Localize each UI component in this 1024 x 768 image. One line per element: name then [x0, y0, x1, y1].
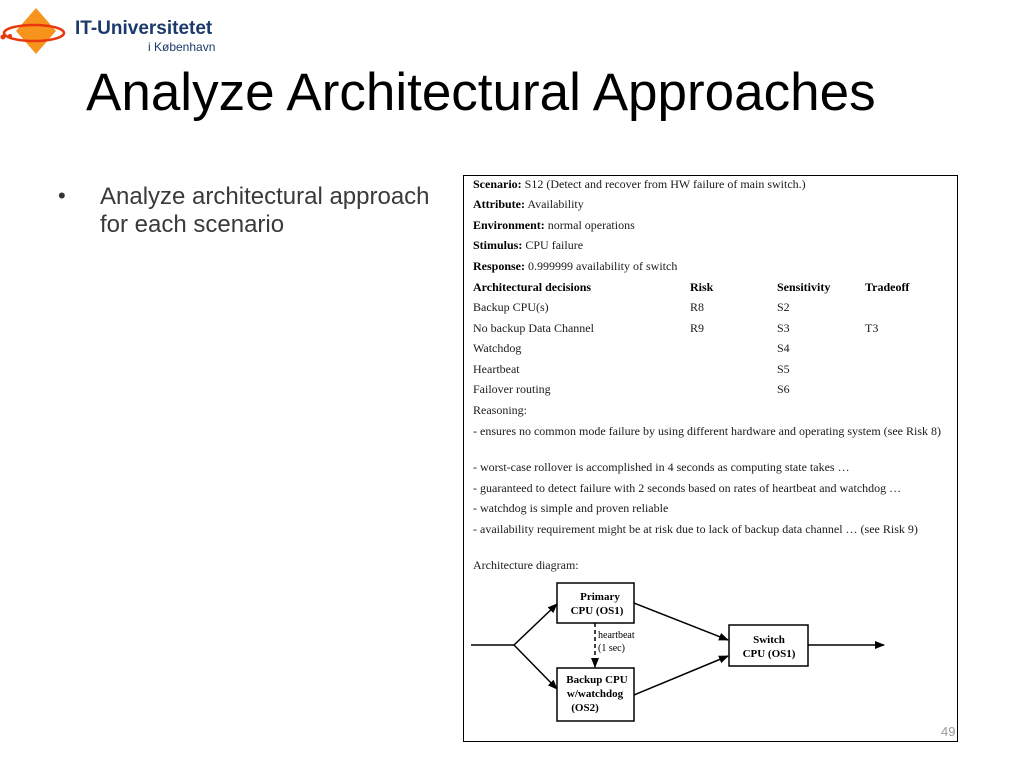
- scenario-box: Scenario: S12 (Detect and recover from H…: [463, 175, 958, 742]
- scenario-row: Scenario: S12 (Detect and recover from H…: [473, 177, 806, 192]
- itu-logo: IT-Universitetet i København: [0, 6, 240, 62]
- decision-cell: Watchdog: [473, 341, 522, 355]
- split-to-backup-arrow: [513, 644, 558, 690]
- decision-cell: Failover routing: [473, 382, 551, 396]
- switch-label: Switch: [753, 634, 785, 646]
- stimulus-value: CPU failure: [525, 238, 584, 252]
- architecture-diagram: Primary CPU (OS1) Backup CPU w/watchdog …: [471, 582, 885, 722]
- attribute-value: Availability: [527, 197, 584, 211]
- reasoning-item: - guaranteed to detect failure with 2 se…: [473, 481, 902, 495]
- response-label: Response:: [473, 259, 526, 273]
- page-number: 49: [941, 724, 956, 739]
- environment-label: Environment:: [473, 218, 545, 232]
- risk-cell: R8: [690, 300, 705, 314]
- primary-to-switch-arrow: [633, 602, 729, 641]
- itu-logo-mark-icon: [0, 8, 66, 54]
- switch-label: CPU (OS1): [743, 648, 796, 660]
- stimulus-row: Stimulus: CPU failure: [473, 238, 583, 253]
- backup-to-switch-arrow: [633, 655, 729, 696]
- sensitivity-cell: S6: [777, 382, 790, 396]
- reasoning-item: - availability requirement might be at r…: [473, 522, 918, 536]
- reasoning-label: Reasoning:: [473, 403, 527, 417]
- bullet-item: Analyze architectural approach for each …: [100, 183, 430, 238]
- backup-cpu-box: [556, 667, 635, 722]
- header-risk: Risk: [690, 280, 714, 294]
- logo-subtitle: i København: [148, 40, 216, 54]
- scenario-label: Scenario:: [473, 177, 522, 191]
- backup-label: w/watchdog: [567, 688, 624, 700]
- split-to-primary-arrow: [513, 603, 558, 646]
- primary-label: Primary: [580, 591, 620, 603]
- response-value: 0.999999 availability of switch: [528, 259, 678, 273]
- sensitivity-cell: S2: [777, 300, 790, 314]
- bullet-icon: •: [58, 183, 66, 208]
- decision-cell: Backup CPU(s): [473, 300, 549, 314]
- risk-cell: R9: [690, 321, 705, 335]
- header-decisions: Architectural decisions: [473, 280, 592, 294]
- slide-title: Analyze Architectural Approaches: [86, 63, 876, 122]
- primary-label: CPU (OS1): [571, 605, 624, 617]
- decision-cell: No backup Data Channel: [473, 321, 594, 335]
- heartbeat-label: (1 sec): [598, 643, 625, 654]
- diagram-label: Architecture diagram:: [473, 558, 579, 572]
- reasoning-item: - watchdog is simple and proven reliable: [473, 501, 669, 515]
- scenario-value: S12 (Detect and recover from HW failure …: [524, 177, 806, 191]
- decision-cell: Heartbeat: [473, 362, 520, 376]
- environment-value: normal operations: [547, 218, 635, 232]
- heartbeat-label: heartbeat: [598, 630, 635, 641]
- header-tradeoff: Tradeoff: [865, 280, 910, 294]
- sensitivity-cell: S3: [777, 321, 790, 335]
- stimulus-label: Stimulus:: [473, 238, 523, 252]
- reasoning-item: - ensures no common mode failure by usin…: [473, 424, 941, 438]
- tradeoff-cell: T3: [865, 321, 879, 335]
- primary-cpu-box: [556, 582, 635, 624]
- logo-name: IT-Universitetet: [75, 18, 213, 39]
- backup-label: (OS2): [571, 702, 599, 714]
- attribute-label: Attribute:: [473, 197, 525, 211]
- reasoning-item: - worst-case rollover is accomplished in…: [473, 460, 850, 474]
- environment-row: Environment: normal operations: [473, 218, 635, 233]
- backup-label: Backup CPU: [566, 674, 627, 686]
- sensitivity-cell: S5: [777, 362, 790, 376]
- header-sensitivity: Sensitivity: [777, 280, 831, 294]
- response-row: Response: 0.999999 availability of switc…: [473, 259, 677, 274]
- sensitivity-cell: S4: [777, 341, 790, 355]
- attribute-row: Attribute: Availability: [473, 197, 584, 212]
